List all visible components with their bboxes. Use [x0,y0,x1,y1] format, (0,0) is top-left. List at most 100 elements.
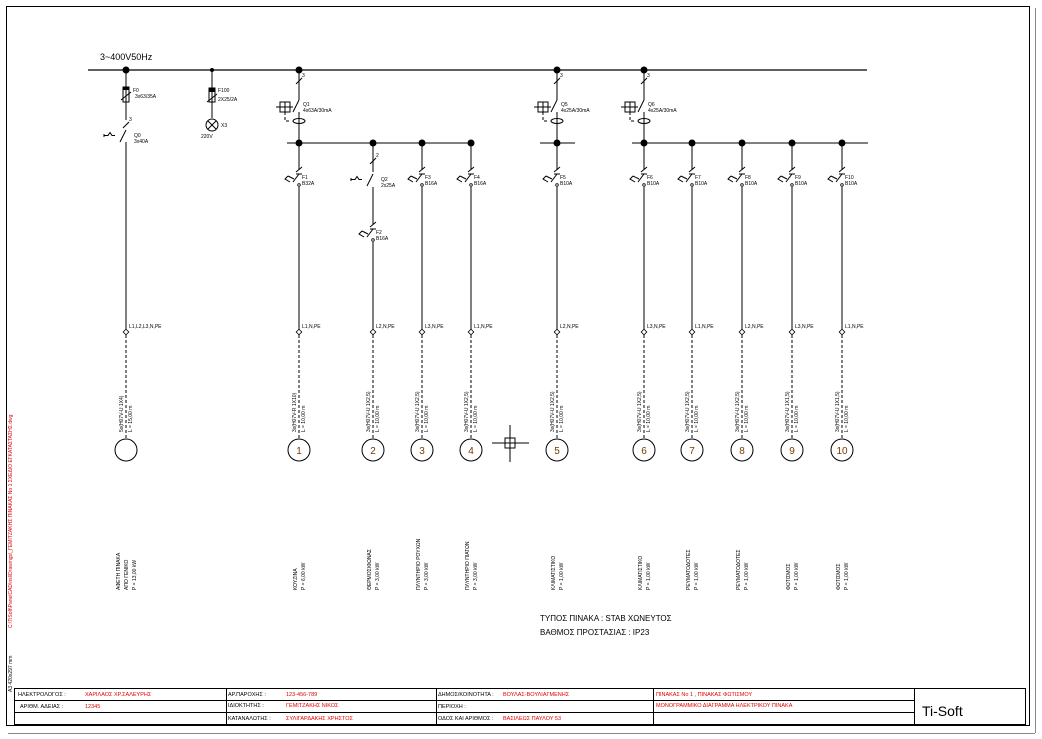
area-label: ΠΕΡΙΟΧΗ : [438,704,466,710]
drawing-title: ΜΟΝΟΓΡΑΜΜΙΚΟ ΔΙΑΓΡΑΜΜΑ ΗΛΕΚΤΡΙΚΟΥ ΠΙΝΑΚΑ [656,703,793,709]
breaker-mark [788,166,796,173]
cable-type: 5x(H07V-U 1X4) [119,395,125,432]
breaker-mark [369,221,377,228]
sheet-frame [6,6,1030,726]
breaker-rating: B10A [845,181,858,187]
fuse-name: F0 [133,88,139,94]
thermal-trip-icon [407,175,418,183]
breaker-contact [735,173,743,183]
load-description: ΚΟΥΖΙΝΑ [293,568,299,590]
rcd-link [284,112,291,122]
municipality-label: ΔΗΜΟΣ/ΚΟΙΝΟΤΗΤΑ : [438,692,494,698]
breaker-rating: B10A [745,181,758,187]
switch-contact [119,129,127,143]
breaker-contact [464,173,472,183]
breaker-mark [553,166,561,173]
rcd-name: Q1 [303,102,310,108]
load-circle [361,438,385,462]
street-value: ΒΑΣΙΛΕΩΣ ΠΑΥΛΟΥ 53 [503,716,561,722]
phase-label: L1,N,PE [695,324,714,330]
phase-label: L3,N,PE [795,324,814,330]
switch-name: Q0 [134,133,141,139]
load-description: ΡΕΥΜΑΤΟΔΟΤΕΣ [736,550,742,591]
contact-dot [371,238,375,242]
load-circle [632,438,656,462]
breaker-name: F10 [845,175,854,181]
load-description: P = 1,00 kW [794,562,800,590]
phase-label: L2,N,PE [745,324,764,330]
breaker-rating: B16A [376,236,389,242]
cable-length: L = 10,00 m [301,406,307,432]
cable-type: 3x(H07V-U 1X2,5) [366,391,372,432]
breaker-contact [637,173,645,183]
cable-length: L = 10,00 m [646,406,652,432]
breaker-rating: B10A [795,181,808,187]
load-circle [680,438,704,462]
switch-contact [366,173,374,187]
phase-label: L1,L2,L3,N,PE [129,324,162,330]
terminal-icon [688,328,696,336]
terminal-icon [553,328,561,336]
thermal-trip-icon [456,175,467,183]
circuit-number: 6 [641,446,647,457]
cable-type: 3x(H07V-U 1X1,5) [835,391,841,432]
cable-length: L = 10,00 m [559,406,565,432]
breaker-rating: B32A [302,181,315,187]
load-circle [459,438,483,462]
breaker-name: F8 [745,175,751,181]
cable-length: L = 10,00 m [473,406,479,432]
lamp-name: X3 [221,123,227,129]
load-description: P = 1,00 kW [646,562,652,590]
terminal-icon [788,328,796,336]
load-description: ΑΦΕΤΗ ΠΙΝΑΚΑ [116,552,122,590]
owner-value: ΓΕΜΙΤΖΑΚΗΣ ΝΙΚΟΣ [286,703,339,709]
breaker-contact [366,228,374,238]
breaker-rating: B10A [647,181,660,187]
breaker-name: F2 [376,230,382,236]
load-description: ΚΛΙΜΑΤΙΣΤΙΚΟ [638,556,644,590]
phase-label: L3,N,PE [647,324,666,330]
contact-dot [642,183,646,187]
breaker-mark [738,166,746,173]
pole-count: 3 [560,73,563,79]
breaker-contact [785,173,793,183]
pole-count: 3 [129,117,132,123]
terminal-icon [369,328,377,336]
breaker-contact [835,173,843,183]
street-label: ΟΔΟΣ ΚΑΙ ΑΡΙΘΜΟΣ : [438,716,494,722]
cable-length: L = 10,00 m [694,406,700,432]
load-description: ΘΕΡΜΟΣΙΦΩΝΑΣ [367,549,373,590]
terminal-icon [640,328,648,336]
lamp-icon [205,118,219,132]
pole-count: 2 [376,153,379,159]
lamp-voltage: 220V [201,134,213,140]
load-description: ΠΛΥΝΤΗΡΙΟ ΡΟΥΧΩΝ [416,538,422,590]
breaker-mark [418,166,426,173]
load-description: ΡΕΥΜΑΤΟΔΟΤΕΣ [686,550,692,591]
pole-count: 3 [302,73,305,79]
load-description: ΚΛΙΜΑΤΙΣΤΙΚΟ [551,556,557,590]
contact-dot [790,183,794,187]
contact-dot [740,183,744,187]
pole-mark [369,157,377,165]
breaker-mark [838,166,846,173]
pole-mark [553,77,561,85]
manual-operator-icon [350,175,362,181]
file-path: C:\TiSoft\PanelCAD\nsl\Drawings\_ΓΕΜΙΤΖΑ… [8,414,14,628]
circuit-number: 9 [789,446,795,457]
consumer-label: ΚΑΤΑΝΑΛΩΤΗΣ : [228,716,271,722]
circuit-number: 1 [296,446,302,457]
municipality-value: ΒΟΥΛΑΣ-ΒΟΥΛΙΑΓΜΕΝΗΣ [503,692,570,698]
breaker-mark [467,166,475,173]
contact-dot [297,183,301,187]
load-description: P = 1,00 kW [844,562,850,590]
load-circle [730,438,754,462]
